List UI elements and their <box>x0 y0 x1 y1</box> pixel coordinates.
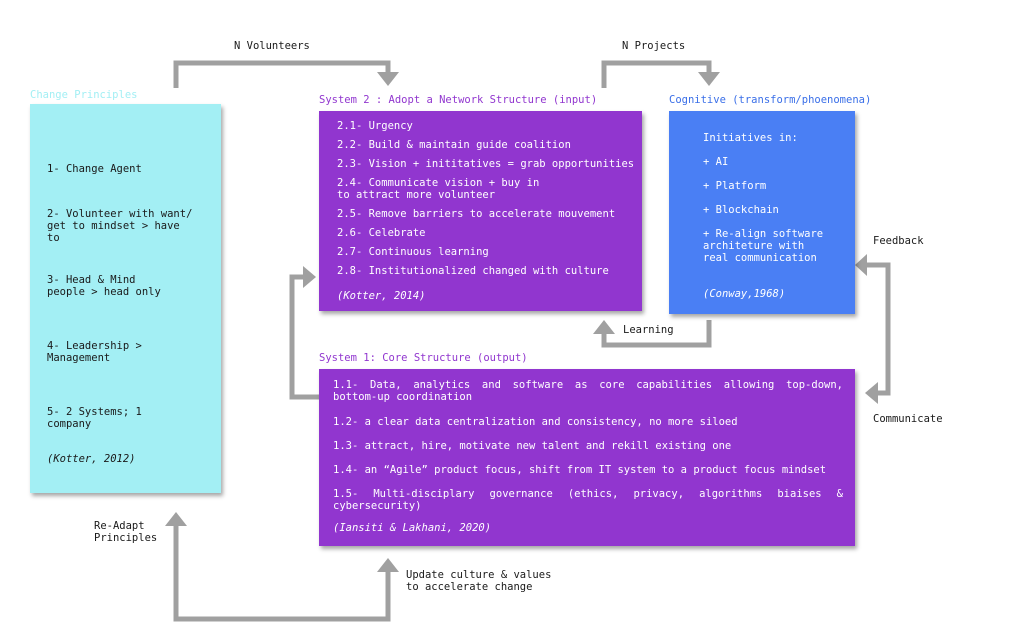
system2-item: 2.7- Continuous learning <box>337 246 489 258</box>
system1-item: 1.2- a clear data centralization and con… <box>333 416 738 428</box>
system1-citation: (Iansiti & Lakhani, 2020) <box>333 522 492 534</box>
change-principle-item: 1- Change Agent <box>47 163 142 175</box>
system2-item: 2.6- Celebrate <box>337 227 426 239</box>
system1-to-system2-arrowhead <box>303 266 316 288</box>
system2-item: 2.8- Institutionalized changed with cult… <box>337 265 609 277</box>
learning-label: Learning <box>623 324 674 336</box>
change-principle-item: 2- Volunteer with want/ get to mindset >… <box>47 208 193 244</box>
cognitive-item: + Re-align software architeture with rea… <box>703 228 824 264</box>
n-projects-arrowhead <box>698 72 720 86</box>
system2-item: 2.5- Remove barriers to accelerate mouve… <box>337 208 616 220</box>
system2-item: 2.4- Communicate vision + buy in to attr… <box>337 177 540 201</box>
re-adapt-label: Re-Adapt Principles <box>94 520 158 544</box>
change-principle-item: 5- 2 Systems; 1 company <box>47 406 142 430</box>
communicate-label: Communicate <box>873 413 943 425</box>
cognitive-citation: (Conway,1968) <box>703 288 786 300</box>
change-principles-box: 1- Change Agent 2- Volunteer with want/ … <box>30 104 221 493</box>
change-principles-citation: (Kotter, 2012) <box>47 453 136 465</box>
learning-arrow-line <box>601 320 712 348</box>
update-culture-arrowhead <box>377 558 399 572</box>
communicate-arrowhead <box>865 382 878 404</box>
feedback-communicate-arrow-line <box>865 262 891 396</box>
system2-title: System 2 : Adopt a Network Structure (in… <box>319 94 598 106</box>
n-volunteers-label: N Volunteers <box>234 40 310 52</box>
system2-citation: (Kotter, 2014) <box>337 290 426 302</box>
change-principles-title: Change Principles <box>30 89 138 101</box>
system2-item: 2.3- Vision + inititatives = grab opport… <box>337 158 635 170</box>
system2-item: 2.1- Urgency <box>337 120 413 132</box>
feedback-arrowhead <box>855 254 867 276</box>
system1-title: System 1: Core Structure (output) <box>319 352 528 364</box>
system1-item: 1.1- Data, analytics and software as cor… <box>333 379 843 403</box>
n-projects-arrow-line <box>601 60 712 88</box>
cognitive-item: + Platform <box>703 180 767 192</box>
cognitive-title: Cognitive (transform/phoenomena) <box>669 94 872 106</box>
cognitive-item: Initiatives in: <box>703 132 798 144</box>
system1-box: 1.1- Data, analytics and software as cor… <box>319 369 855 546</box>
readapt-update-arrow-line <box>173 524 391 622</box>
system2-box: 2.1- Urgency 2.2- Build & maintain guide… <box>319 111 642 311</box>
feedback-label: Feedback <box>873 235 924 247</box>
readapt-arrowhead <box>165 512 187 526</box>
learning-arrowhead <box>593 320 615 334</box>
system1-item: 1.4- an “Agile” product focus, shift fro… <box>333 464 827 476</box>
system1-item: 1.3- attract, hire, motivate new talent … <box>333 440 732 452</box>
n-volunteers-arrowhead <box>377 72 399 86</box>
cognitive-box: Initiatives in: + AI + Platform + Blockc… <box>669 111 855 314</box>
change-principle-item: 3- Head & Mind people > head only <box>47 274 161 298</box>
n-volunteers-arrow-line <box>173 60 391 88</box>
system1-to-system2-arrow-line <box>289 274 319 400</box>
cognitive-item: + AI <box>703 156 729 168</box>
cognitive-item: + Blockchain <box>703 204 779 216</box>
system2-item: 2.2- Build & maintain guide coalition <box>337 139 571 151</box>
update-culture-label: Update culture & values to accelerate ch… <box>406 569 552 593</box>
n-projects-label: N Projects <box>622 40 686 52</box>
change-principle-item: 4- Leadership > Management <box>47 340 142 364</box>
system1-item: 1.5- Multi-disciplary governance (ethics… <box>333 488 843 512</box>
